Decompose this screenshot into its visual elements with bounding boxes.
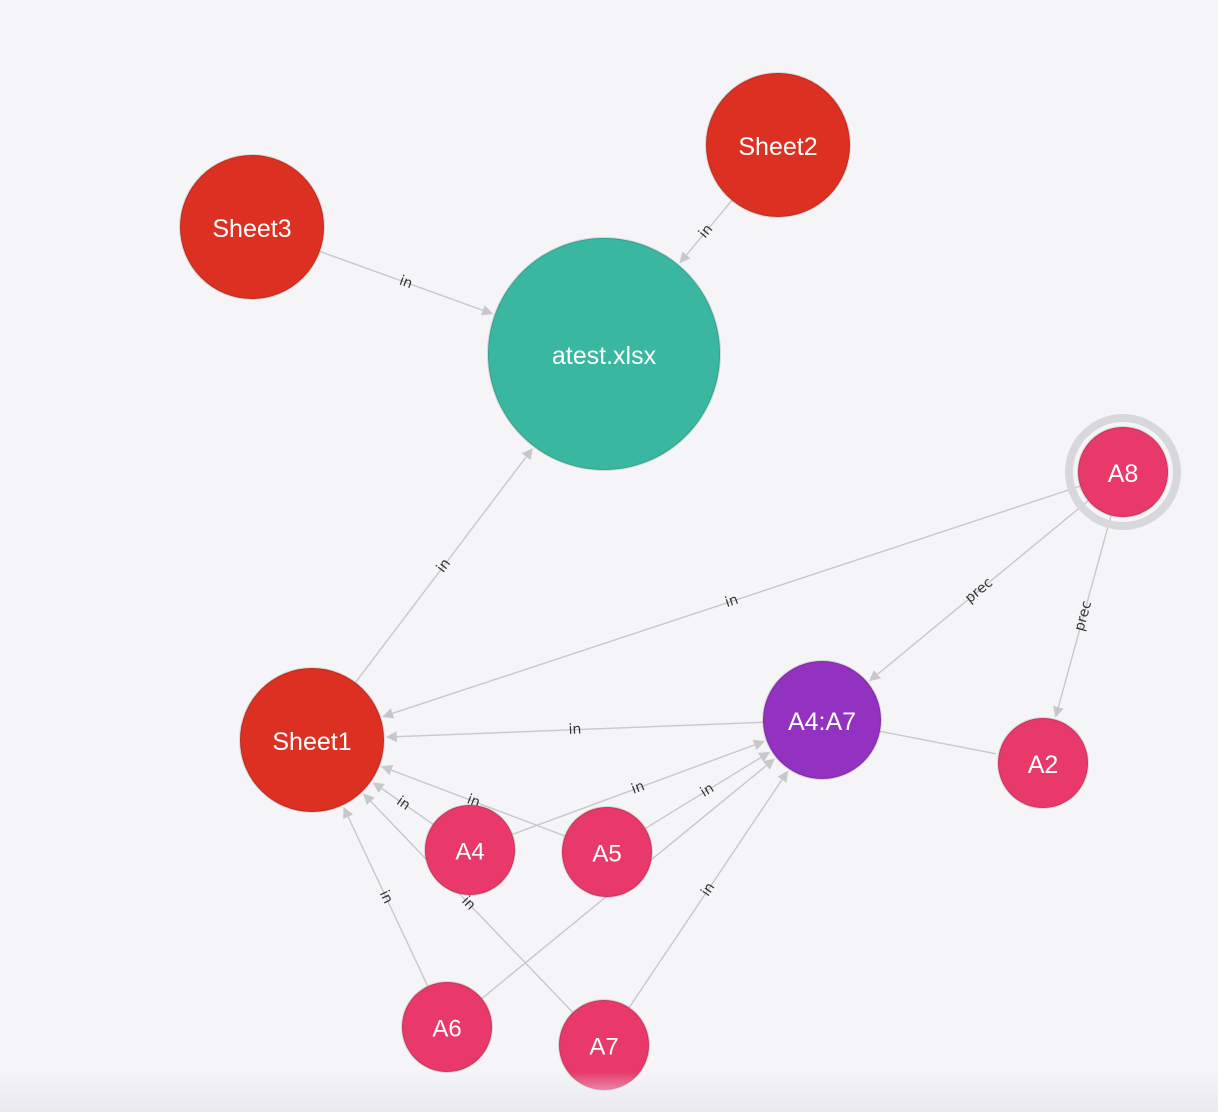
edge-a7-sheet1[interactable]: in — [363, 793, 574, 1013]
bottom-fade — [0, 1072, 1218, 1112]
edge-a8-range[interactable]: prec — [869, 500, 1089, 682]
node-label: Sheet1 — [272, 728, 351, 756]
node-a5[interactable]: A5 — [561, 806, 653, 898]
node-circle[interactable] — [239, 667, 385, 813]
edge-label: prec — [962, 575, 996, 607]
edge-a7-range[interactable]: in — [628, 770, 789, 1009]
node-label: A5 — [592, 841, 621, 868]
edge-line — [1053, 515, 1112, 718]
edge-label: in — [698, 780, 717, 800]
node-circle[interactable] — [561, 806, 653, 898]
edge-line — [869, 500, 1089, 682]
edge-line — [879, 730, 997, 755]
edge-label: in — [723, 592, 740, 611]
edge-line — [382, 485, 1081, 719]
edge-a6-sheet1[interactable]: in — [343, 806, 429, 987]
edge-sheet1-atest[interactable]: in — [354, 448, 533, 684]
node-label: A4 — [455, 839, 484, 866]
edge-range-sheet1[interactable]: in — [385, 721, 764, 743]
node-circle[interactable] — [1077, 426, 1169, 518]
node-circle[interactable] — [424, 804, 516, 896]
edge-label: in — [394, 793, 414, 813]
edge-line — [679, 199, 733, 264]
node-range[interactable]: A4:A7 — [762, 660, 882, 780]
edge-line — [354, 448, 533, 684]
node-label: A4:A7 — [788, 708, 856, 736]
edge-label: in — [397, 273, 414, 292]
edge-label: prec — [1072, 599, 1096, 633]
edge-line — [385, 721, 764, 743]
node-a4[interactable]: A4 — [424, 804, 516, 896]
node-a6[interactable]: A6 — [401, 981, 493, 1073]
edge-line — [319, 250, 494, 316]
node-a2[interactable]: A2 — [997, 717, 1089, 809]
edge-a8-a2[interactable]: prec — [1053, 515, 1112, 718]
node-label: A7 — [589, 1034, 618, 1061]
edge-line — [363, 793, 574, 1013]
node-sheet3[interactable]: Sheet3 — [179, 154, 325, 300]
edge-line — [381, 764, 566, 837]
node-circle[interactable] — [487, 237, 721, 471]
node-label: Sheet2 — [738, 133, 817, 161]
node-sheet2[interactable]: Sheet2 — [705, 72, 851, 218]
node-label: Sheet3 — [212, 215, 291, 243]
edge-line — [372, 782, 434, 825]
node-circle[interactable] — [705, 72, 851, 218]
node-a8[interactable]: A8 — [1065, 414, 1181, 530]
node-label: atest.xlsx — [552, 342, 657, 370]
edge-line — [343, 806, 429, 987]
node-circle[interactable] — [179, 154, 325, 300]
node-label: A8 — [1108, 460, 1139, 488]
edge-label: in — [434, 556, 454, 576]
edge-label: in — [568, 721, 581, 737]
edge-label: in — [629, 778, 647, 797]
edge-line — [511, 739, 765, 836]
edge-a4-sheet1[interactable]: in — [372, 782, 434, 825]
edge-a8-sheet1[interactable]: in — [382, 485, 1081, 719]
node-label: A6 — [432, 1016, 461, 1043]
edge-a4-range[interactable]: in — [511, 739, 765, 836]
edge-line — [644, 751, 771, 830]
node-circle[interactable] — [762, 660, 882, 780]
edge-line — [628, 770, 789, 1009]
edge-sheet3-atest[interactable]: in — [319, 250, 494, 316]
node-atest[interactable]: atest.xlsx — [487, 237, 721, 471]
node-label: A2 — [1028, 751, 1059, 779]
selection-ring — [1065, 414, 1181, 530]
edge-sheet2-atest[interactable]: in — [679, 199, 733, 264]
edge-a5-range[interactable]: in — [644, 751, 771, 830]
node-circle[interactable] — [997, 717, 1089, 809]
node-a7[interactable]: A7 — [558, 999, 650, 1091]
edge-label: in — [696, 221, 716, 241]
edge-range-a2[interactable] — [879, 730, 997, 755]
edge-label: in — [376, 888, 396, 906]
edge-label: in — [698, 880, 718, 900]
node-sheet1[interactable]: Sheet1 — [239, 667, 385, 813]
